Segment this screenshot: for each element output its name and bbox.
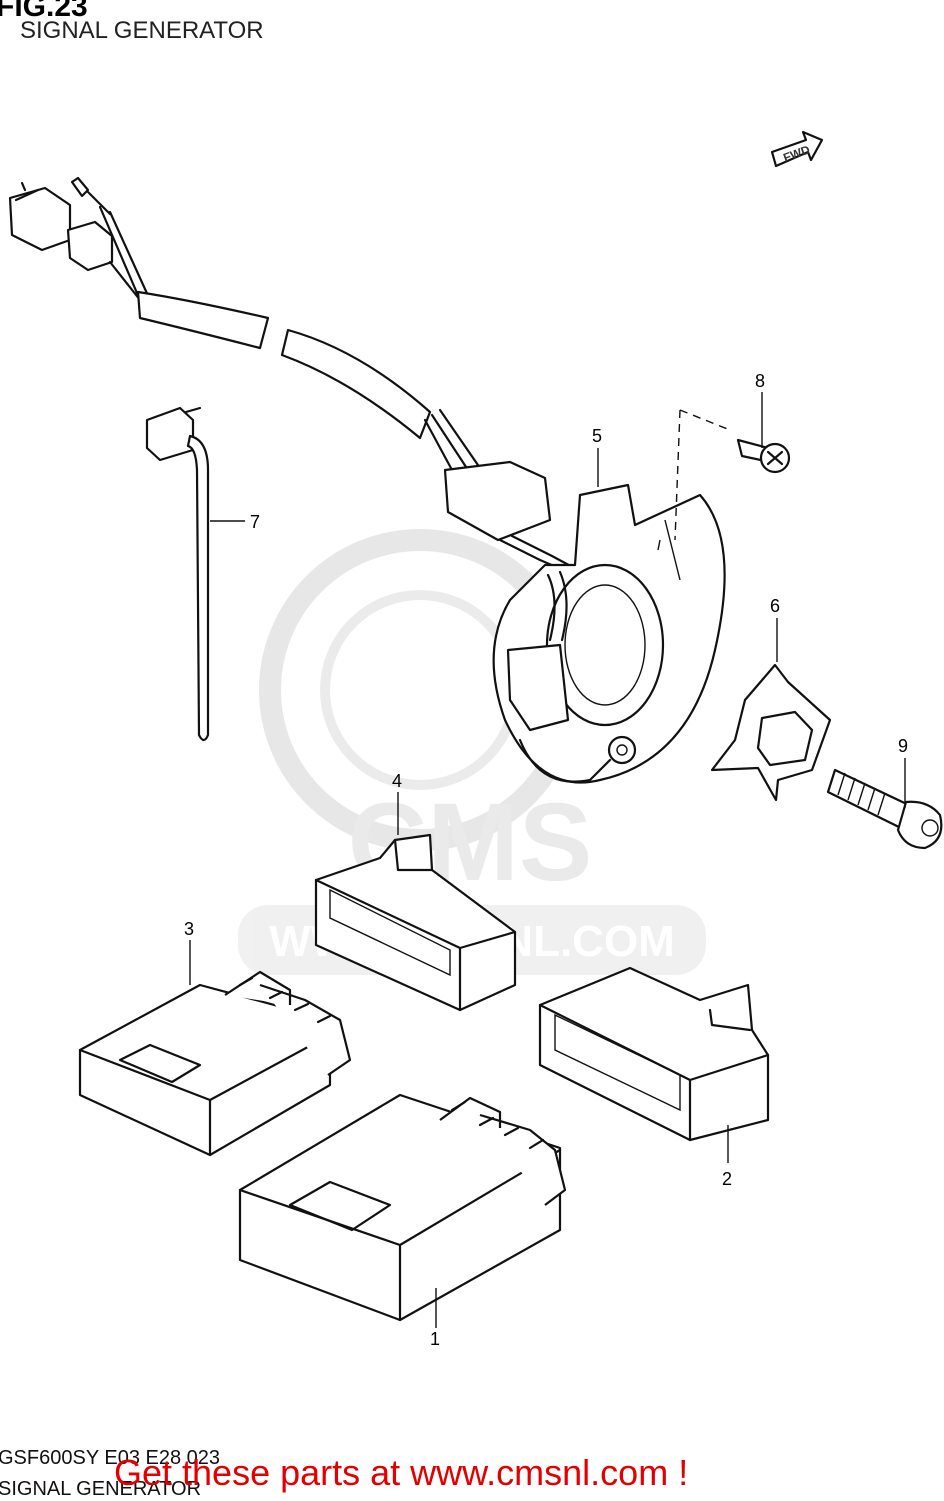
callout-2: 2 [722,1169,732,1189]
part-3-igniter [78,970,352,1157]
callout-6: 6 [770,596,780,616]
page-title: SIGNAL GENERATOR [20,17,264,44]
fwd-label: FWD [781,142,812,165]
part-5-signal-generator [492,483,726,784]
callout-4: 4 [392,771,402,791]
part-6-rotor [710,663,832,802]
callout-8: 8 [755,371,765,391]
diagram-code: GSF600SY E03 E28 023 [0,1447,221,1469]
part-8-screw [674,409,791,541]
promo-link[interactable]: Get these parts at www.cmsnl.com ! [114,1452,689,1493]
bottom-subtitle: SIGNAL GENERATOR [0,1478,202,1500]
part-1-igniter [238,1093,567,1322]
callout-5: 5 [592,426,602,446]
callout-9: 9 [898,736,908,756]
callout-numbers: 8 5 7 6 9 4 3 2 1 [184,371,908,1349]
part-7-clamp [145,406,210,742]
callout-7: 7 [250,512,260,532]
part-2-case [538,966,770,1142]
part-4-case [314,833,517,1012]
wire-harness [8,176,580,577]
callout-3: 3 [184,919,194,939]
callout-1: 1 [430,1329,440,1349]
part-9-bolt [826,768,943,850]
fig-label: FIG.23 [0,0,88,23]
callout-leaders [189,392,906,1328]
fwd-arrow-icon: FWD [770,130,824,168]
